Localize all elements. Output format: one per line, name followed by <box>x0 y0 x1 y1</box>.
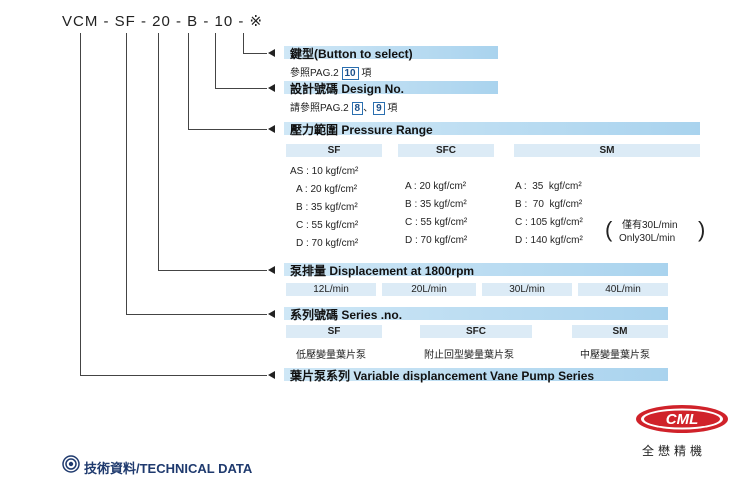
pump-bar <box>284 368 668 381</box>
key-ref: 參照PAG.2 10 項 <box>290 64 371 80</box>
design-ref-prefix: 請參照PAG.2 <box>290 103 349 114</box>
pressure-sf-value: B : 35 kgf/cm² <box>296 202 358 213</box>
open-paren: ( <box>605 217 613 242</box>
series-col-sfc: SFC <box>420 325 532 338</box>
pressure-sf-value: AS : 10 kgf/cm² <box>290 166 359 177</box>
series-bar <box>284 307 668 320</box>
arrow-design-icon <box>268 84 275 92</box>
pressure-sfc-value: A : 20 kgf/cm² <box>405 181 467 192</box>
displacement-value: 20L/min <box>382 283 476 296</box>
connector-pump-v <box>80 33 81 376</box>
series-col-sf: SF <box>286 325 382 338</box>
connector-pressure-v <box>188 33 189 130</box>
displacement-value: 30L/min <box>482 283 572 296</box>
key-bar <box>284 46 498 59</box>
pressure-col-sfc: SFC <box>398 144 494 157</box>
connector-pump-h <box>80 375 267 376</box>
displacement-bar <box>284 263 668 276</box>
arrow-pump-icon <box>268 371 275 379</box>
connector-pressure-h <box>188 129 267 130</box>
connector-design-h <box>215 88 267 89</box>
pressure-sm-value: B : 70 kgf/cm² <box>515 199 583 210</box>
key-ref-page: 10 <box>341 67 359 80</box>
pressure-sm-value: A : 35 kgf/cm² <box>515 181 582 192</box>
arrow-series-icon <box>268 310 275 318</box>
technical-data-label: 技術資料/TECHNICAL DATA <box>84 461 253 476</box>
design-ref-suffix: 項 <box>387 103 398 114</box>
pressure-sm-value: C : 105 kgf/cm² <box>515 217 583 228</box>
brand-name: 全懋精機 <box>642 444 707 458</box>
sm-note-en: Only30L/min <box>619 233 676 244</box>
connector-displacement-h <box>158 270 267 271</box>
design-title: 設計號碼 Design No. <box>290 82 405 96</box>
pressure-bar <box>284 122 700 135</box>
arrow-key-icon <box>268 49 275 57</box>
pressure-title: 壓力範圍 Pressure Range <box>290 123 433 137</box>
connector-series-h <box>126 314 267 315</box>
connector-displacement-v <box>158 33 159 271</box>
design-ref-sep: 、 <box>363 103 374 114</box>
displacement-title: 泵排量 Displacement at 1800rpm <box>290 264 475 278</box>
pressure-col-sf: SF <box>286 144 382 157</box>
target-icon <box>62 455 80 473</box>
series-desc: 附止回型變量葉片泵 <box>424 350 514 361</box>
displacement-value: 12L/min <box>286 283 376 296</box>
connector-series-v <box>126 33 127 315</box>
pressure-sfc-value: C : 55 kgf/cm² <box>405 217 468 228</box>
key-ref-suffix: 項 <box>361 68 372 79</box>
close-paren: ) <box>698 217 706 242</box>
design-ref: 請參照PAG.2 8、9 項 <box>290 99 397 115</box>
series-col-sm: SM <box>572 325 668 338</box>
pressure-sm-value: D : 140 kgf/cm² <box>515 235 583 246</box>
model-code: VCM - SF - 20 - B - 10 - ※ <box>62 13 264 30</box>
pressure-sf-value: D : 70 kgf/cm² <box>296 238 359 249</box>
series-title: 系列號碼 Series .no. <box>290 308 403 322</box>
pressure-sf-value: C : 55 kgf/cm² <box>296 220 359 231</box>
series-desc: 低壓變量葉片泵 <box>296 350 366 361</box>
arrow-pressure-icon <box>268 125 275 133</box>
pressure-sf-value: A : 20 kgf/cm² <box>296 184 358 195</box>
connector-key-v <box>243 33 244 54</box>
key-title: 鍵型(Button to select) <box>290 47 413 61</box>
displacement-value: 40L/min <box>578 283 668 296</box>
connector-key-h <box>243 53 267 54</box>
design-ref-page2: 9 <box>373 102 385 115</box>
connector-design-v <box>215 33 216 89</box>
cml-logo: CML <box>636 405 728 433</box>
pump-title: 葉片泵系列 Variable displancement Vane Pump S… <box>290 369 595 383</box>
pressure-sfc-value: B : 35 kgf/cm² <box>405 199 467 210</box>
pressure-col-sm: SM <box>514 144 700 157</box>
sm-note-cn: 僅有30L/min <box>622 220 678 231</box>
cml-logo-text: CML <box>666 411 699 428</box>
arrow-displacement-icon <box>268 266 275 274</box>
key-ref-prefix: 參照PAG.2 <box>290 68 339 79</box>
design-bar <box>284 81 498 94</box>
pressure-sfc-value: D : 70 kgf/cm² <box>405 235 468 246</box>
series-desc: 中壓變量葉片泵 <box>580 350 650 361</box>
design-ref-page1: 8 <box>351 102 364 115</box>
